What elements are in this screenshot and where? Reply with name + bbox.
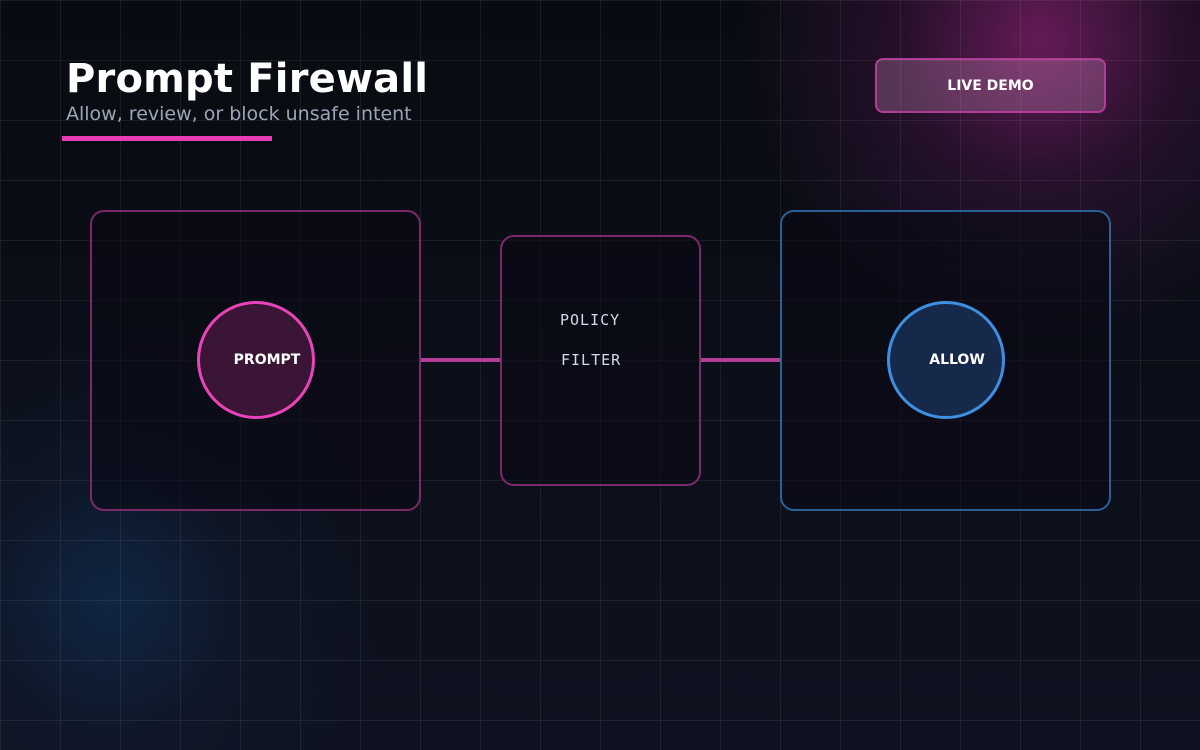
connector-filter-to-allow (701, 358, 780, 362)
prompt-node-label: PROMPT (233, 352, 301, 368)
page-title: Prompt Firewall (66, 56, 429, 102)
allow-node-label: ALLOW (929, 352, 985, 368)
allow-node[interactable]: ALLOW (887, 301, 1005, 419)
policy-filter-label-line2: FILTER (561, 351, 622, 369)
prompt-node[interactable]: PROMPT (197, 301, 315, 419)
live-demo-button[interactable]: LIVE DEMO (875, 58, 1106, 113)
page-subtitle: Allow, review, or block unsafe intent (66, 103, 412, 125)
title-underline (62, 136, 272, 141)
connector-prompt-to-filter (421, 358, 500, 362)
policy-filter-label-line1: POLICY (560, 311, 621, 329)
policy-filter-panel (500, 235, 701, 486)
